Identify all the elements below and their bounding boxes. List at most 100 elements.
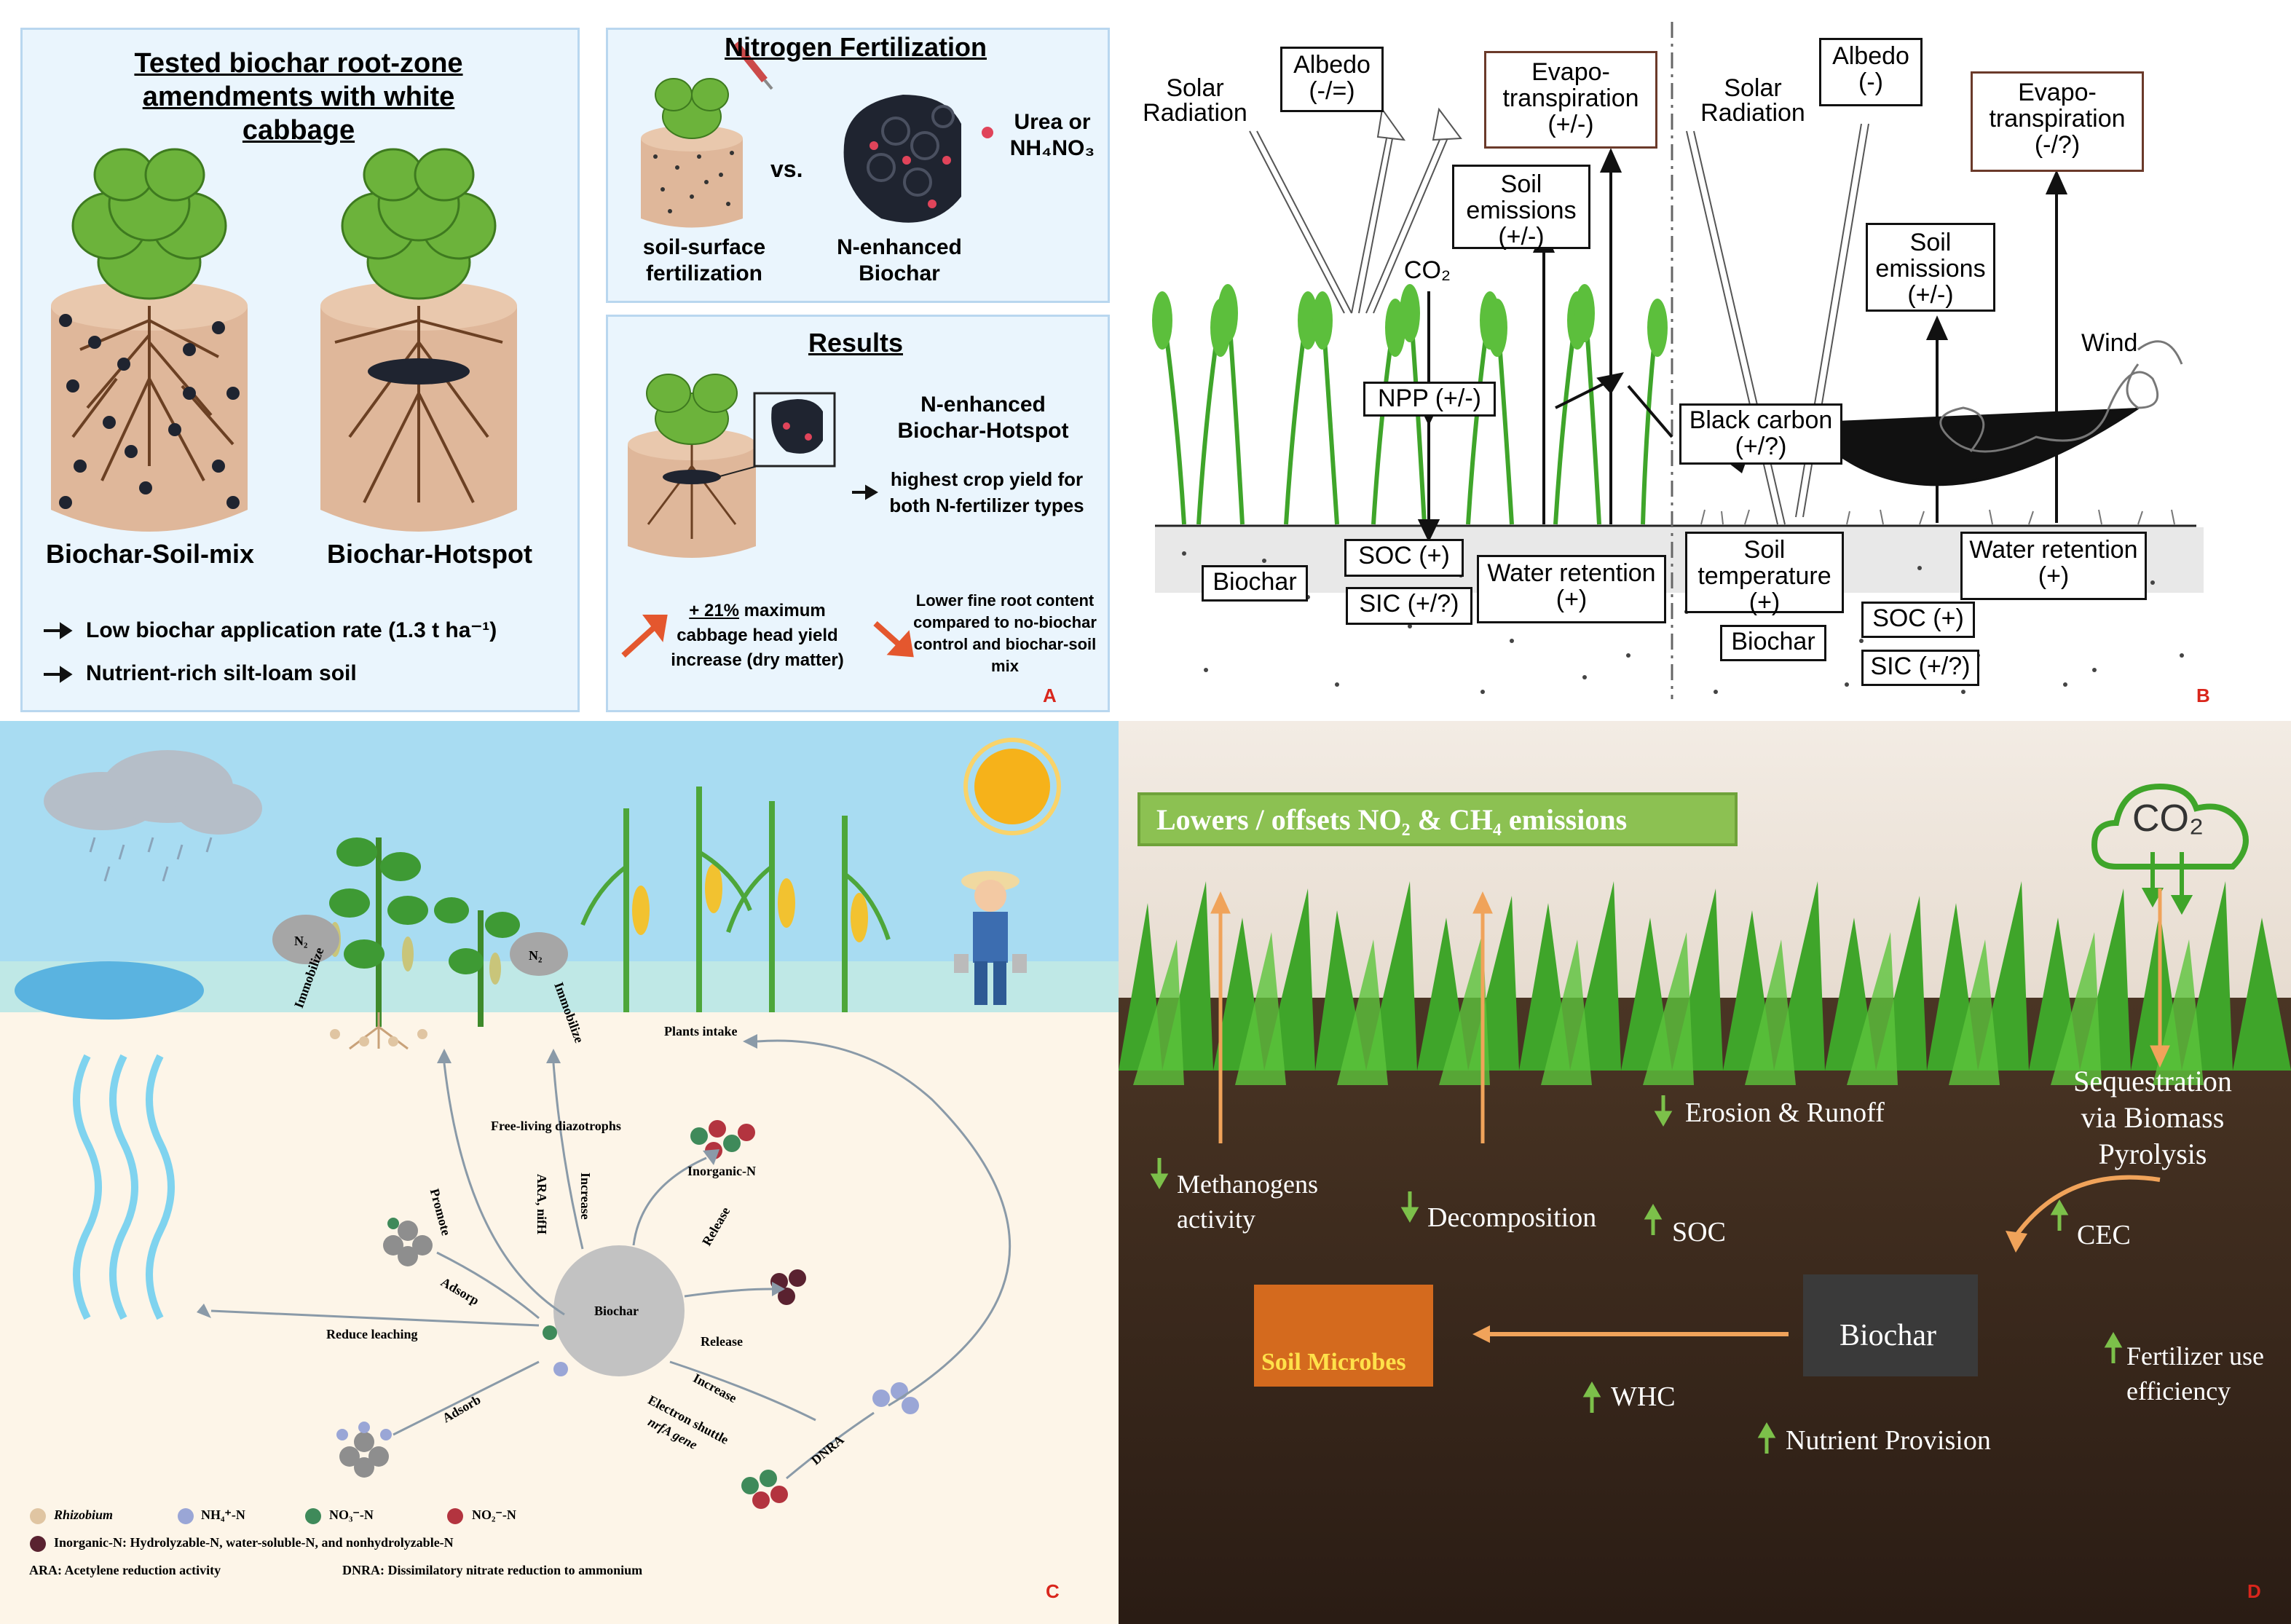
urea-dot: [982, 127, 993, 138]
biochar-d: Biochar: [1839, 1319, 1936, 1352]
res-21-rest: maximum cabbage head yield increase (dry…: [671, 601, 844, 670]
solar-1: Solar Radiation: [1143, 74, 1247, 127]
up-arrow-red: [621, 615, 668, 658]
release-2: Release: [701, 1334, 743, 1349]
wind-squiggle: [1939, 363, 2159, 453]
soil-temperature: Soil temperature (+): [1685, 532, 1844, 615]
panel-a: Tested biochar root-zone amendments with…: [0, 0, 1119, 721]
pond: [15, 961, 204, 1020]
corn-plants: [623, 787, 848, 1012]
nf-vs: vs.: [770, 156, 803, 182]
fertilizer-efficiency: Fertilizer use efficiency: [2126, 1341, 2264, 1406]
left-title: Tested biochar root-zone amendments with…: [134, 48, 463, 146]
plants-intake: Plants intake: [664, 1024, 738, 1038]
whc: WHC: [1611, 1381, 1676, 1412]
label-hotspot: Biochar-Hotspot: [327, 539, 532, 569]
panel-d: Lowers / offsets NO₂ & CH₄ emissions CO₂…: [1119, 721, 2291, 1624]
methanogens-activity: Methanogens activity: [1177, 1170, 1318, 1234]
albedo-arrow-head-1b: [1376, 107, 1406, 141]
orange-up-arrows: [1210, 888, 2170, 1143]
solar-2: Solar Radiation: [1700, 74, 1805, 127]
results-arrow: [852, 484, 878, 500]
ara-nifh: ARA, nifH: [535, 1174, 549, 1235]
pot-soil-mix: [51, 281, 248, 532]
panel-d-letter: D: [2247, 1580, 2261, 1602]
wheat-ears: [1152, 284, 1668, 357]
sic-2: SIC (+/?): [1861, 650, 1979, 686]
water-retention-1: Water retention (+): [1477, 555, 1666, 623]
panel-c-letter: C: [1046, 1580, 1060, 1602]
banner-box: [1137, 792, 1738, 846]
sic-1: SIC (+/?): [1346, 587, 1472, 625]
cec: CEC: [2077, 1220, 2131, 1250]
gray-cluster-1: [383, 1221, 433, 1266]
wind: Wind: [2081, 329, 2138, 357]
soil-microbes-block: [1254, 1285, 1433, 1387]
res-21-block: + 21% maximum cabbage head yield increas…: [655, 599, 859, 673]
sun: [974, 749, 1050, 824]
farmer: [954, 871, 1027, 1005]
decomposition: Decomposition: [1427, 1202, 1597, 1233]
nf-soil-surface: soil-surface fertilization: [642, 235, 766, 285]
n2-label-2: N₂: [529, 948, 543, 963]
co2-cloud-label: CO₂: [2132, 797, 2204, 840]
soc-d: SOC: [1672, 1217, 1726, 1247]
small-pot-fertilization: [641, 41, 773, 228]
legend-inorganic: Inorganic-N: Hydrolyzable-N, water-solub…: [54, 1535, 454, 1550]
curved-arrow: [2012, 1175, 2161, 1239]
npp: NPP (+/-): [1363, 382, 1496, 417]
res-highest: highest crop yield for both N-fertilizer…: [889, 468, 1084, 516]
nf-n-enhanced: N-enhanced Biochar: [837, 235, 962, 285]
green-arrows: [1150, 1095, 2123, 1454]
panel-b-letter: B: [2196, 685, 2210, 706]
banner: Lowers / offsets NO₂ & CH₄ emissions: [1156, 803, 1628, 836]
legend-rhizobium: Rhizobium: [54, 1507, 114, 1522]
panel-c: N₂ N₂ Immobilize Immobilize Plants intak…: [0, 721, 1119, 1624]
label-soil-mix: Biochar-Soil-mix: [45, 539, 255, 569]
legend-no2: NO₂⁻-N: [472, 1507, 516, 1522]
panel-c-illustrations: [0, 721, 1119, 1552]
pot-hotspot: [320, 281, 517, 532]
nutrient-provision: Nutrient Provision: [1786, 1425, 1991, 1456]
reduce-leaching: Reduce leaching: [326, 1327, 418, 1341]
increase-1: Increase: [578, 1172, 593, 1220]
res-lower: Lower fine root content compared to no-b…: [913, 591, 1097, 675]
soc-2: SOC (+): [1861, 602, 1975, 638]
erosion-runoff: Erosion & Runoff: [1685, 1097, 1885, 1128]
black-carbon: Black carbon (+/?): [1679, 403, 1842, 465]
soil-microbes: Soil Microbes: [1261, 1349, 1406, 1376]
biochar-2: Biochar: [1720, 625, 1826, 661]
evapo-1: Evapo-transpiration (+/-): [1484, 51, 1657, 149]
bullet-2: Nutrient-rich silt-loam soil: [86, 661, 357, 685]
res-21: + 21%: [689, 601, 739, 620]
down-arrow-red: [873, 621, 914, 658]
res-title: Results: [808, 328, 904, 358]
arrows-left: [1417, 148, 1673, 543]
panel-a-letter: A: [1043, 685, 1057, 706]
biochar-cylinder: [843, 95, 961, 223]
cabbage-2: [341, 148, 497, 300]
nf-title: Nitrogen Fertilization: [725, 32, 987, 62]
co2-left: CO₂: [1403, 256, 1451, 284]
gray-cluster-2: [339, 1432, 389, 1478]
n2-label-1: N₂: [294, 934, 308, 948]
sequestration: Sequestration via Biomass Pyrolysis: [2073, 1065, 2232, 1170]
legend-dnra: DNRA: Dissimilatory nitrate reduction to…: [342, 1563, 643, 1577]
rain-cloud: [44, 750, 262, 835]
inorganic-n-cluster: [690, 1120, 755, 1159]
evapo-2: Evapo-transpiration (-/?): [1971, 71, 2144, 172]
albedo-2: Albedo (-): [1819, 38, 1923, 106]
res-hotspot: N-enhanced Biochar-Hotspot: [897, 393, 1069, 443]
panel-b: Solar Radiation Albedo (-/=) Evapo-trans…: [1119, 0, 2291, 721]
biochar-block: [1803, 1274, 1978, 1376]
nf-urea: Urea or NH₄NO₃: [1009, 110, 1095, 160]
biochar-1: Biochar: [1202, 565, 1308, 602]
soc-1: SOC (+): [1344, 539, 1464, 577]
free-living-diazotrophs: Free-living diazotrophs: [491, 1119, 621, 1133]
albedo-arrow-head-1: [1432, 107, 1462, 141]
water-retention-2: Water retention (+): [1960, 532, 2147, 600]
co2-cloud: [2091, 783, 2249, 870]
legend-dots: [30, 1508, 463, 1552]
cabbage-1: [71, 148, 227, 300]
bullet-1: Low biochar application rate (1.3 t ha⁻¹…: [86, 618, 497, 642]
